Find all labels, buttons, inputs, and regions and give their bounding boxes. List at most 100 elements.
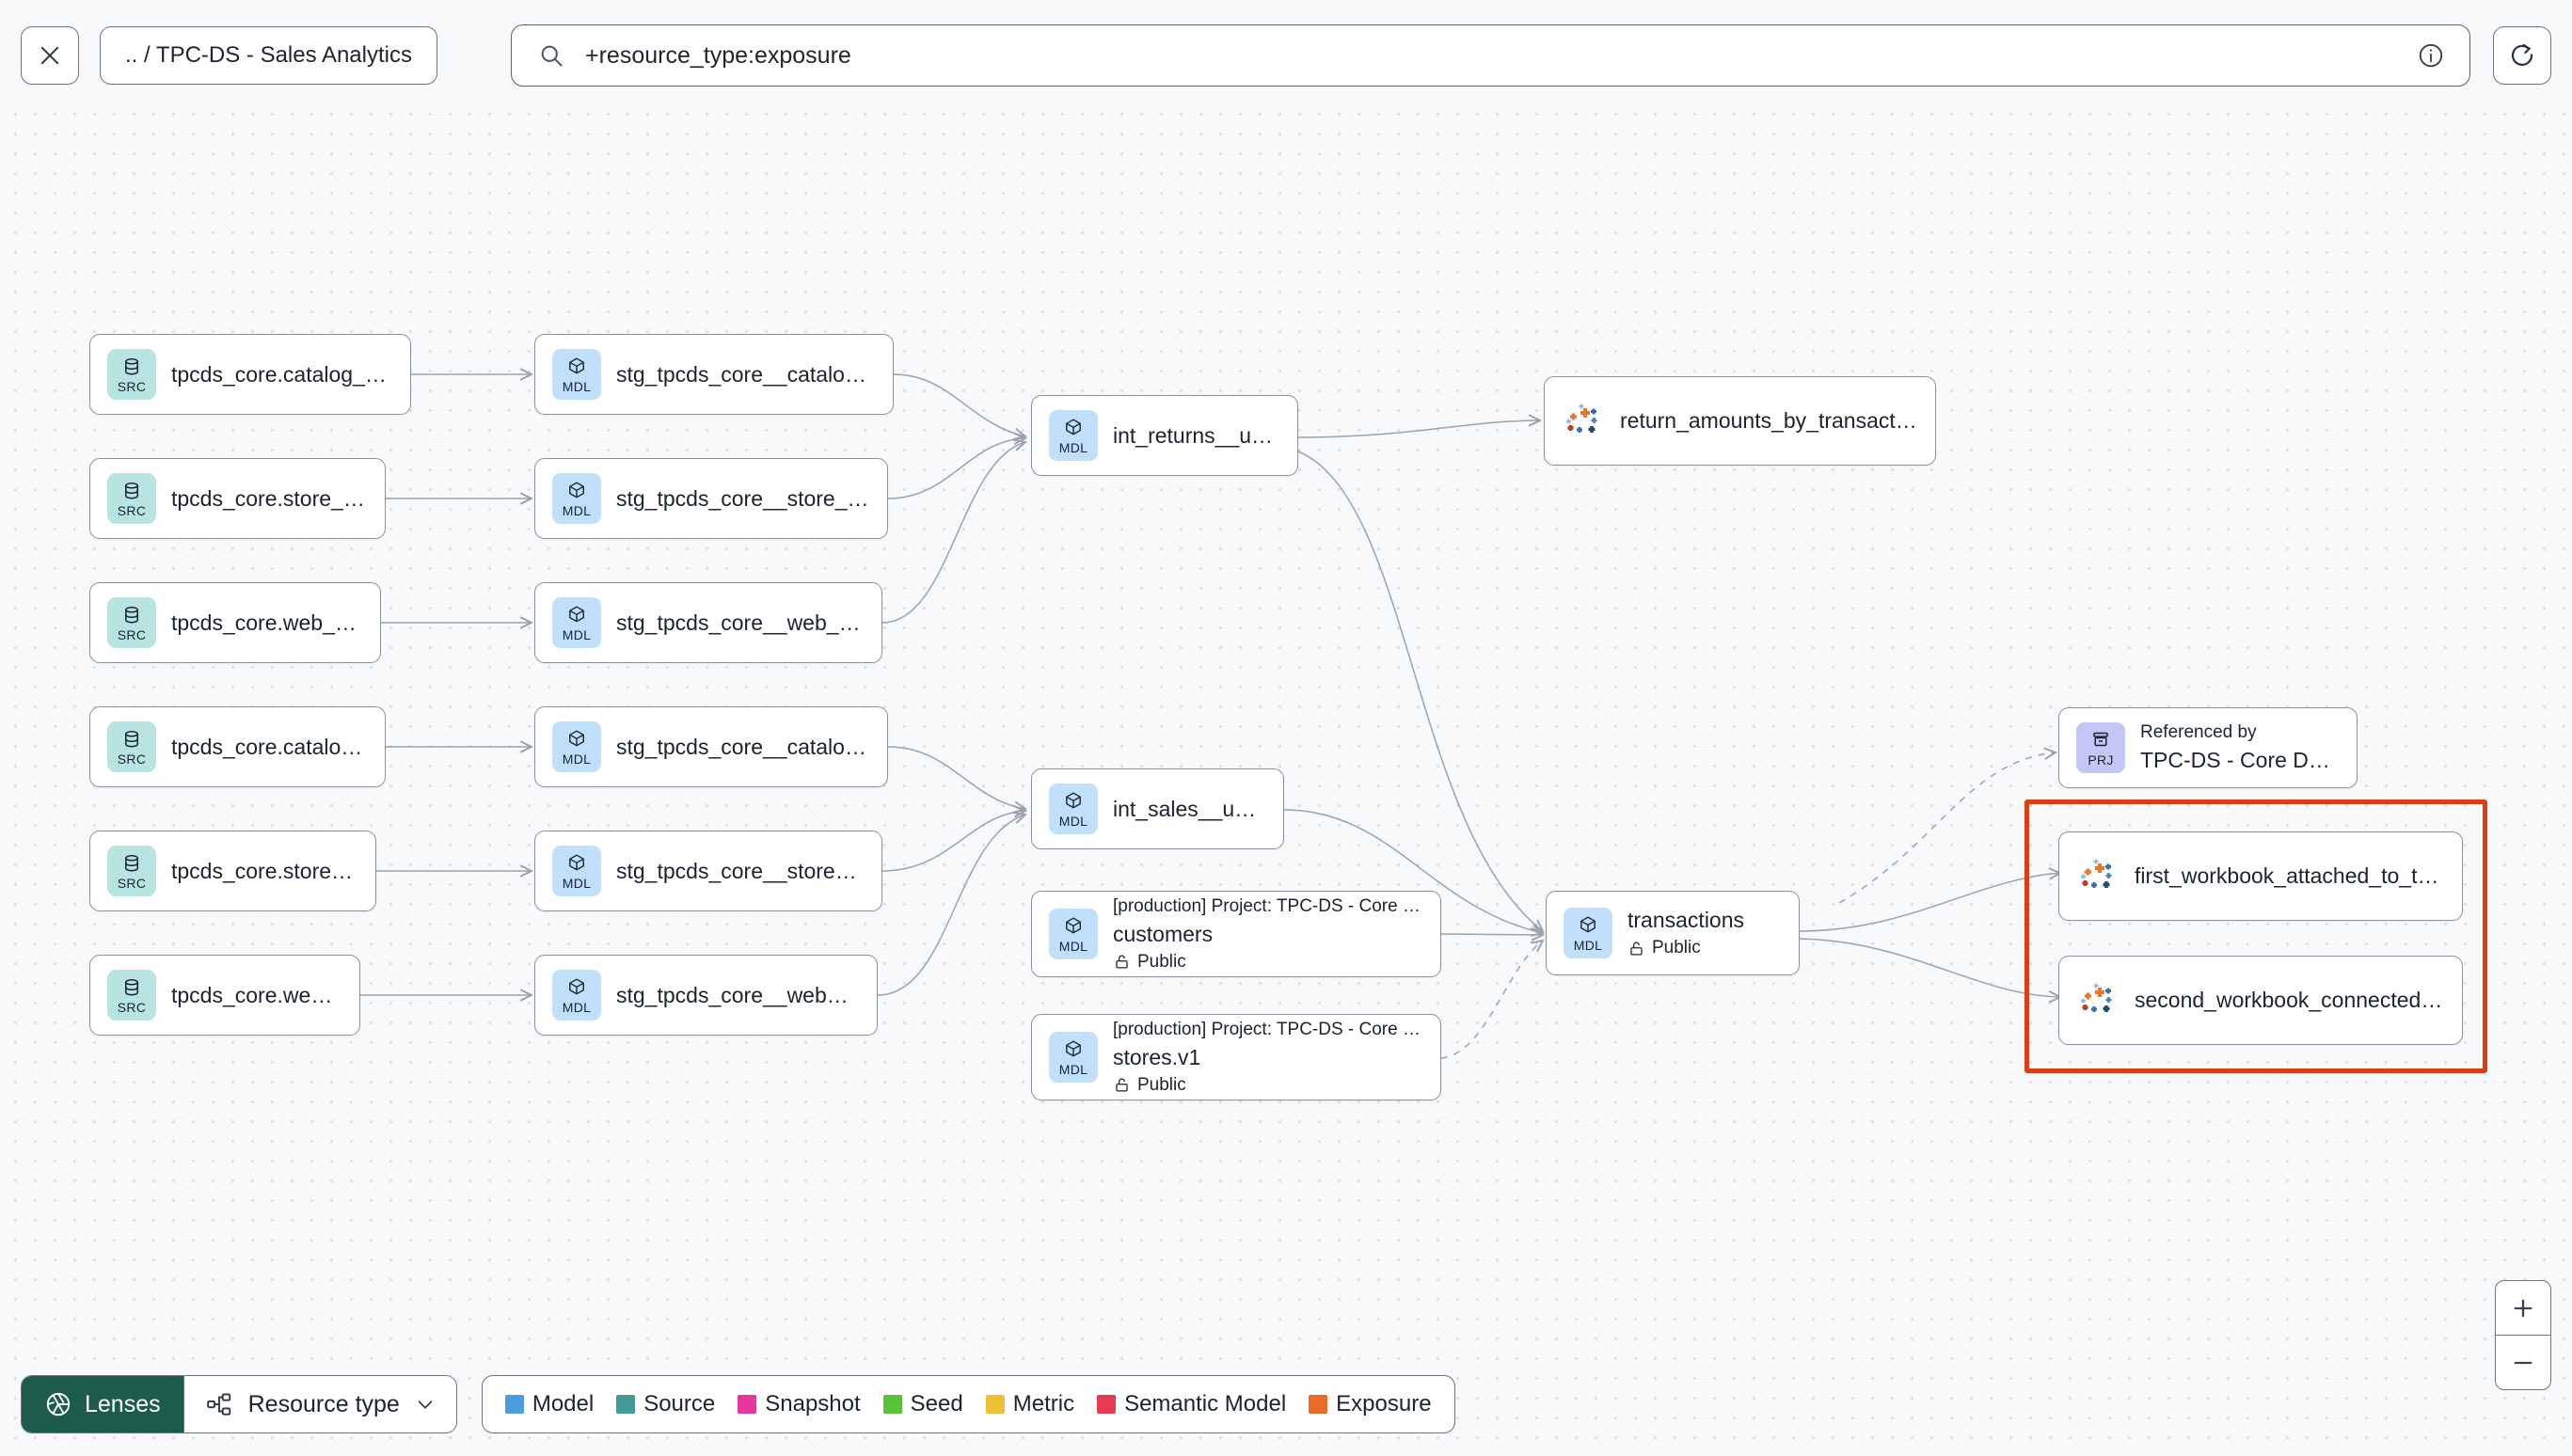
lenses-button[interactable]: Lenses	[22, 1376, 183, 1432]
legend-swatch	[738, 1395, 757, 1414]
cube-icon	[1580, 916, 1596, 933]
legend-swatch	[882, 1395, 902, 1414]
legend-label: Seed	[910, 1391, 963, 1416]
mdl-badge: MDL	[552, 721, 601, 772]
hierarchy-icon	[206, 1393, 230, 1416]
mdl-badge-text: MDL	[562, 752, 592, 767]
search-query-text: +resource_type:exposure	[584, 41, 851, 69]
node-label: first_workbook_attached_to_tpc-ds_-_…	[2135, 863, 2445, 888]
mdl-badge: MDL	[1049, 783, 1098, 834]
node-project-meta: [production] Project: TPC-DS - Core Data…	[1113, 1019, 1423, 1039]
search-input[interactable]: +resource_type:exposure	[510, 24, 2470, 87]
refresh-button[interactable]	[2493, 26, 2551, 85]
node-model-int-sales-unioned[interactable]: MDL int_sales__unioned	[1031, 768, 1284, 849]
node-model-stg-catalog-returns[interactable]: MDL stg_tpcds_core__catalog_returns	[534, 334, 894, 415]
src-badge-text: SRC	[117, 1000, 147, 1015]
legend-item-model: Model	[504, 1391, 595, 1417]
refresh-icon	[2511, 43, 2533, 66]
legend-label: Model	[532, 1391, 595, 1416]
cube-icon	[1066, 792, 1081, 809]
prj-badge: PRJ	[2076, 722, 2125, 773]
node-model-stg-store-sales[interactable]: MDL stg_tpcds_core__store_sales	[534, 831, 882, 911]
src-badge-text: SRC	[117, 752, 147, 767]
legend-item-seed: Seed	[882, 1391, 963, 1417]
plus-icon	[2514, 1299, 2532, 1317]
node-model-stg-web-sales[interactable]: MDL stg_tpcds_core__web_sales	[534, 955, 878, 1036]
cube-icon	[1066, 917, 1081, 934]
node-project-meta: [production] Project: TPC-DS - Core Data…	[1113, 895, 1423, 916]
node-source-catalog-sales[interactable]: SRC tpcds_core.catalog_sales	[89, 706, 386, 787]
zoom-in-button[interactable]	[2496, 1281, 2550, 1335]
lenses-group: Lenses Resource type	[21, 1375, 457, 1433]
database-icon	[125, 979, 138, 996]
database-icon	[125, 731, 138, 748]
zoom-divider	[2496, 1335, 2550, 1336]
node-exposure-first-workbook[interactable]: first_workbook_attached_to_tpc-ds_-_…	[2058, 831, 2463, 921]
legend-item-source: Source	[616, 1391, 715, 1417]
node-visibility-label: Public	[1137, 951, 1186, 972]
node-name: TPC-DS - Core Data Models	[2140, 748, 2340, 772]
mdl-badge-text: MDL	[562, 1000, 592, 1015]
cube-icon	[1066, 1040, 1081, 1057]
node-exposure-second-workbook[interactable]: second_workbook_connected_to_live…	[2058, 956, 2463, 1045]
cube-icon	[569, 482, 584, 499]
unlock-icon	[1116, 955, 1128, 969]
zoom-out-button[interactable]	[2496, 1336, 2550, 1389]
node-label: tpcds_core.web_sales	[171, 982, 342, 1007]
node-text-stack: [production] Project: TPC-DS - Core Data…	[1113, 896, 1423, 973]
zoom-controls	[2495, 1280, 2551, 1390]
mdl-badge-text: MDL	[1058, 939, 1088, 954]
info-circle-icon[interactable]	[2417, 41, 2445, 70]
node-referenced-by-label: Referenced by	[2140, 722, 2257, 742]
cube-icon	[569, 730, 584, 747]
legend-swatch	[504, 1395, 524, 1414]
node-source-store-returns[interactable]: SRC tpcds_core.store_returns	[89, 458, 386, 539]
mdl-badge-text: MDL	[1058, 440, 1088, 455]
chevron-down-icon	[418, 1401, 433, 1409]
node-exposure-return-amounts-type[interactable]: return_amounts_by_transaction_type	[1544, 376, 1936, 466]
node-text-stack: Referenced by TPC-DS - Core Data Models	[2140, 722, 2340, 773]
resource-type-dropdown[interactable]: Resource type	[183, 1376, 456, 1432]
node-model-stores-v1[interactable]: MDL [production] Project: TPC-DS - Core …	[1031, 1014, 1441, 1100]
node-visibility-label: Public	[1137, 1074, 1186, 1095]
node-label: return_amounts_by_transaction_type	[1620, 408, 1918, 433]
node-source-web-returns[interactable]: SRC tpcds_core.web_returns	[89, 582, 381, 663]
node-label: tpcds_core.store_sales	[171, 858, 358, 883]
node-model-customers[interactable]: MDL [production] Project: TPC-DS - Core …	[1031, 891, 1441, 977]
node-source-store-sales[interactable]: SRC tpcds_core.store_sales	[89, 831, 376, 911]
node-model-transactions[interactable]: MDL transactions Public	[1546, 891, 1800, 975]
cube-icon	[569, 978, 584, 995]
node-source-web-sales[interactable]: SRC tpcds_core.web_sales	[89, 955, 360, 1036]
node-project-referenced-by[interactable]: PRJ Referenced by TPC-DS - Core Data Mod…	[2058, 707, 2358, 788]
node-model-stg-web-returns[interactable]: MDL stg_tpcds_core__web_returns	[534, 582, 882, 663]
node-visibility: Public	[1627, 938, 1744, 958]
breadcrumb[interactable]: .. / TPC-DS - Sales Analytics	[100, 26, 437, 85]
node-label: stg_tpcds_core__catalog_returns	[616, 361, 876, 387]
legend-label: Exposure	[1336, 1391, 1432, 1416]
unlock-icon	[1116, 1078, 1128, 1092]
node-model-stg-catalog-sales[interactable]: MDL stg_tpcds_core__catalog_sales	[534, 706, 888, 787]
close-button[interactable]	[21, 26, 79, 85]
node-label: second_workbook_connected_to_live…	[2135, 988, 2445, 1012]
mdl-badge-text: MDL	[1058, 814, 1088, 829]
mdl-badge: MDL	[552, 970, 601, 1021]
aperture-icon	[46, 1392, 71, 1416]
legend-label: Source	[643, 1391, 716, 1416]
node-source-catalog-returns[interactable]: SRC tpcds_core.catalog_returns	[89, 334, 411, 415]
tableau-exposure-icon	[1566, 404, 1597, 433]
node-model-int-returns-unioned[interactable]: MDL int_returns__unioned	[1031, 395, 1298, 476]
node-name: transactions	[1627, 908, 1745, 932]
resource-type-label: Resource type	[247, 1390, 400, 1417]
legend-label: Semantic Model	[1124, 1391, 1287, 1416]
legend-swatch	[616, 1395, 636, 1414]
unlock-icon	[1630, 942, 1643, 955]
node-model-stg-store-returns[interactable]: MDL stg_tpcds_core__store_returns	[534, 458, 888, 539]
legend-swatch	[1097, 1395, 1117, 1414]
node-label: stg_tpcds_core__web_returns	[616, 609, 865, 635]
mdl-badge: MDL	[552, 473, 601, 524]
legend-item-snapshot: Snapshot	[738, 1391, 861, 1417]
legend-swatch	[985, 1395, 1005, 1414]
app-header: .. / TPC-DS - Sales Analytics +resource_…	[0, 0, 2572, 111]
src-badge: SRC	[107, 349, 156, 400]
mdl-badge-text: MDL	[562, 627, 592, 642]
